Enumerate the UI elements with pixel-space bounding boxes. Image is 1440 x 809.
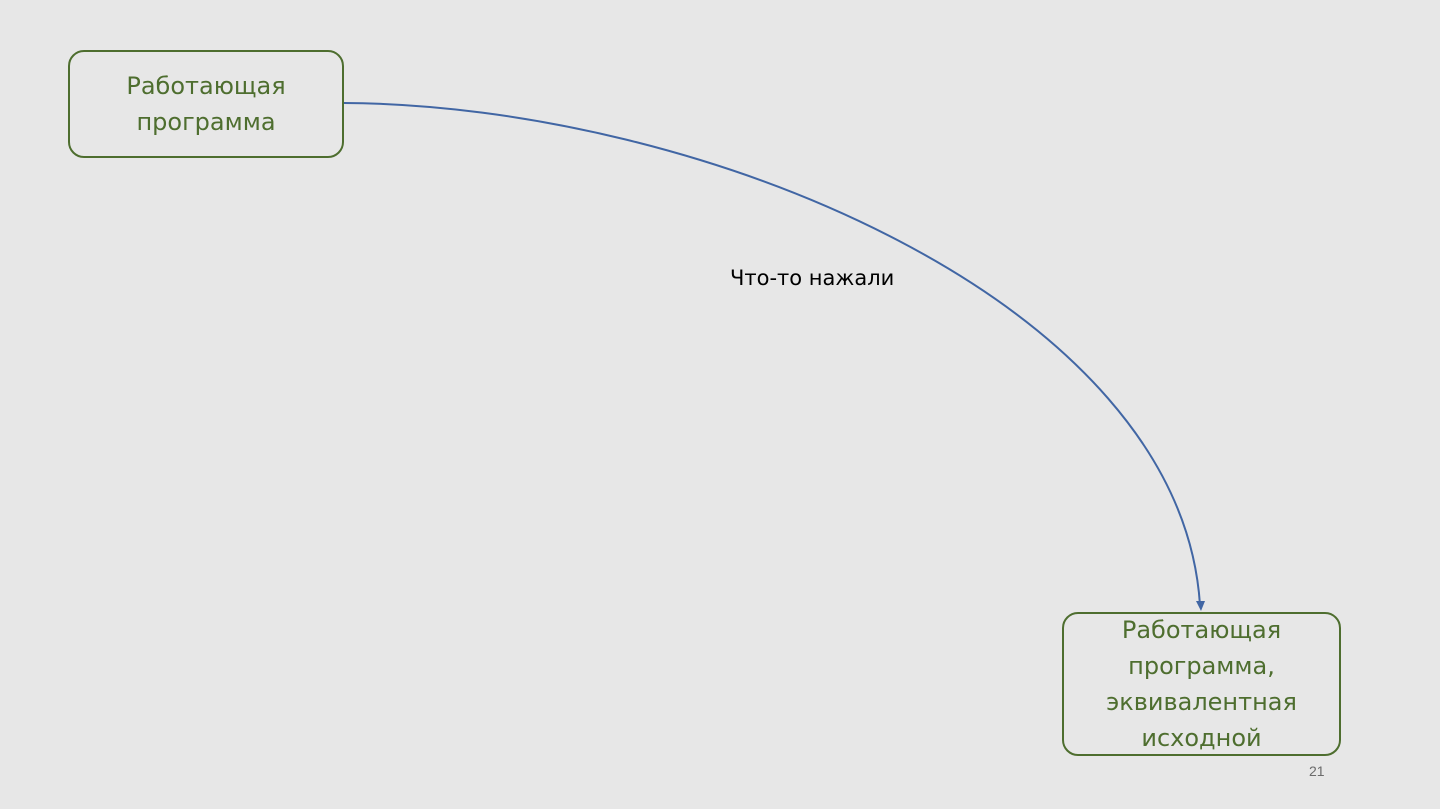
node-working-program[interactable]: Работающая программа (68, 50, 344, 158)
node-text-line: программа, (1128, 652, 1275, 680)
node-working-program-text: Работающая программа (126, 68, 285, 140)
node-text-line: программа (136, 108, 276, 136)
node-text-line: Работающая (1121, 616, 1282, 644)
node-text-line: исходной (1141, 724, 1262, 752)
page-number: 21 (1309, 763, 1325, 779)
arrowhead-icon (1196, 601, 1205, 611)
node-equivalent-program[interactable]: Работающая программа, эквивалентная исхо… (1062, 612, 1341, 756)
node-equivalent-program-text: Работающая программа, эквивалентная исхо… (1106, 612, 1297, 756)
node-text-line: эквивалентная (1106, 688, 1297, 716)
node-text-line: Работающая (126, 72, 286, 100)
edge-curve (343, 102, 1201, 606)
edge-label: Что-то нажали (730, 266, 895, 290)
